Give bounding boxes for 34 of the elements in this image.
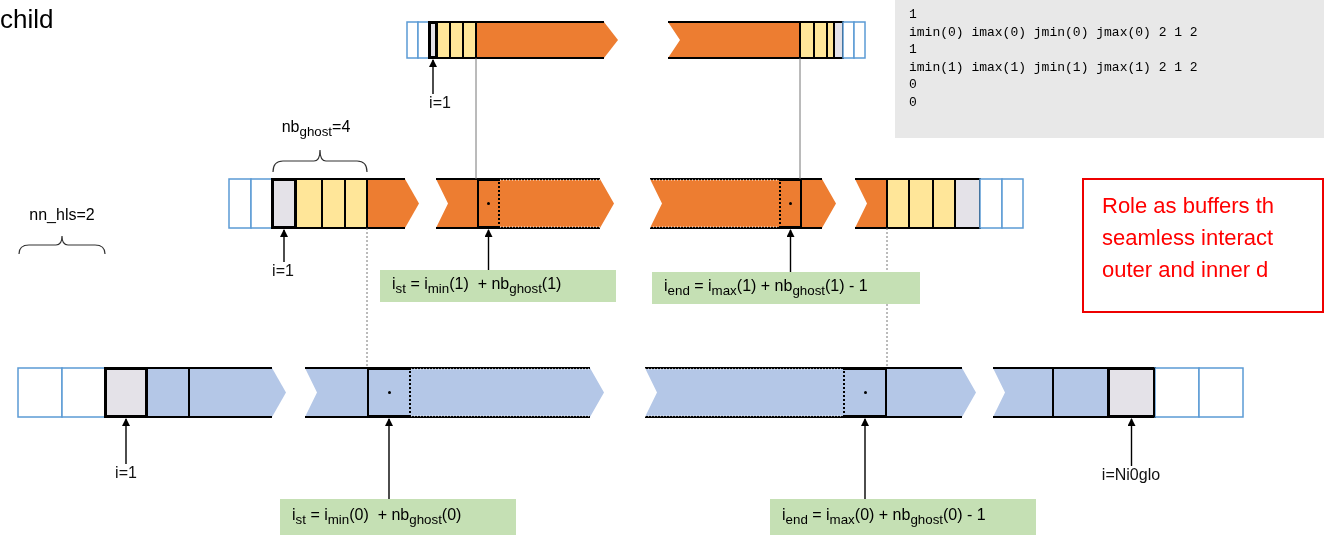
grid-cell xyxy=(105,368,147,417)
formula-box: i$_{end}$ = i$_{max}$(1) + nb$_{ghost}$(1) - 1 xyxy=(652,272,920,304)
index-label: i=Ni0glo xyxy=(1094,466,1168,488)
formula-box: i$_{st}$ = i$_{min}$(1) + nb$_{ghost}$(1) xyxy=(380,270,616,302)
code-line: 1 xyxy=(909,6,918,24)
arrow xyxy=(122,418,130,465)
index-label: i=1 xyxy=(268,262,298,284)
arrow xyxy=(786,229,795,273)
grid-cell xyxy=(429,22,437,58)
arrow xyxy=(385,418,393,500)
arrow xyxy=(429,59,437,95)
grid-cell xyxy=(477,179,500,228)
formula-box: i$_{end}$ = i$_{max}$(0) + nb$_{ghost}$(0) - 1 xyxy=(770,499,1036,535)
index-label: i=1 xyxy=(111,464,141,486)
code-line: 1 xyxy=(909,41,918,59)
grid-cell xyxy=(779,179,802,228)
code-line: imin(1) imax(1) jmin(1) jmax(1) 2 1 2 xyxy=(909,58,1199,76)
arrow xyxy=(484,229,493,271)
arrow xyxy=(1127,418,1136,467)
grid-cell xyxy=(1108,368,1155,417)
grid-cell xyxy=(367,368,411,417)
grid-cell xyxy=(843,368,887,417)
note-box: Role as buffers th seamless interact outer and inner d xyxy=(1082,178,1324,313)
title-label: child xyxy=(0,4,54,35)
count-label: nn_hls=2 xyxy=(28,206,96,224)
index-label: i=1 xyxy=(425,94,455,116)
grid-cell xyxy=(272,179,296,228)
count-label: nb$_{ghost}$=4 xyxy=(280,118,352,140)
arrow xyxy=(280,229,288,263)
code-line: imin(0) imax(0) jmin(0) jmax(0) 2 1 2 xyxy=(909,23,1199,41)
formula-box: i$_{st}$ = i$_{min}$(0) + nb$_{ghost}$(0) xyxy=(280,499,516,535)
arrow xyxy=(861,418,869,500)
code-line: 0 xyxy=(909,93,918,111)
code-line: 0 xyxy=(909,76,918,94)
